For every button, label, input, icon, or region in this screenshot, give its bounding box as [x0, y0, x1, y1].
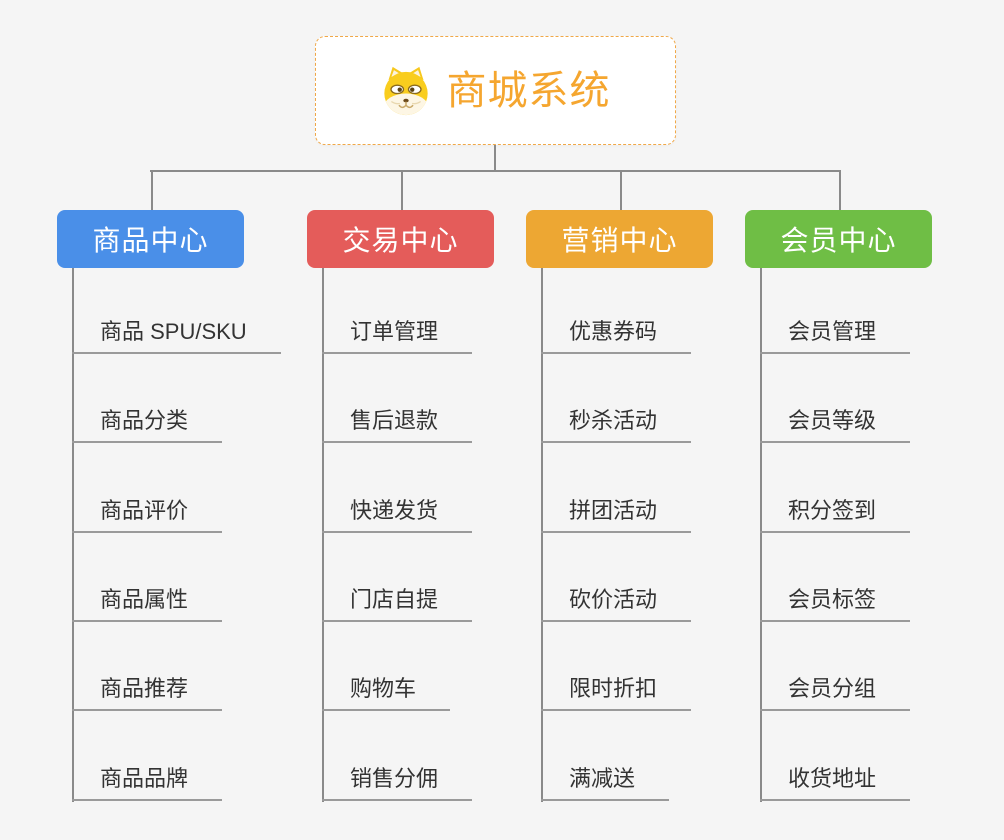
leaf-label: 优惠券码 [569, 319, 658, 344]
root-stem-line [494, 145, 496, 172]
branch-trunk-line [541, 268, 543, 802]
leaf-label: 商品属性 [100, 587, 189, 612]
branch-node-marketing-center[interactable]: 营销中心 [526, 210, 713, 268]
leaf-node-marketing-center-2[interactable]: 拼团活动 [541, 493, 692, 533]
leaf-node-member-center-0[interactable]: 会员管理 [760, 314, 911, 354]
leaf-node-marketing-center-0[interactable]: 优惠券码 [541, 314, 692, 354]
leaf-node-product-center-5[interactable]: 商品品牌 [72, 761, 223, 801]
leaf-node-product-center-3[interactable]: 商品属性 [72, 582, 223, 622]
leaf-node-trade-center-3[interactable]: 门店自提 [322, 582, 473, 622]
leaf-node-member-center-1[interactable]: 会员等级 [760, 403, 911, 443]
leaf-label: 商品推荐 [100, 676, 189, 701]
leaf-label: 商品品牌 [100, 766, 189, 791]
leaf-node-marketing-center-1[interactable]: 秒杀活动 [541, 403, 692, 443]
leaf-label: 售后退款 [350, 408, 439, 433]
leaf-label: 门店自提 [350, 587, 439, 612]
leaf-label: 会员管理 [788, 319, 877, 344]
leaf-label: 限时折扣 [569, 676, 658, 701]
leaf-node-trade-center-5[interactable]: 销售分佣 [322, 761, 473, 801]
leaf-node-product-center-0[interactable]: 商品 SPU/SKU [72, 314, 281, 354]
leaf-node-product-center-4[interactable]: 商品推荐 [72, 671, 223, 711]
leaf-label: 销售分佣 [350, 766, 439, 791]
branch-drop-line-trade-center [401, 170, 403, 210]
leaf-label: 购物车 [350, 676, 417, 701]
leaf-node-trade-center-4[interactable]: 购物车 [322, 671, 451, 711]
dog-face-icon [383, 66, 428, 115]
leaf-label: 收货地址 [788, 766, 877, 791]
leaf-label: 满减送 [569, 766, 636, 791]
leaf-node-member-center-3[interactable]: 会员标签 [760, 582, 911, 622]
branch-column-product-center: 商品中心商品 SPU/SKU 商品分类商品评价商品属性商品推荐商品品牌 [57, 210, 317, 820]
leaf-node-trade-center-1[interactable]: 售后退款 [322, 403, 473, 443]
leaf-node-marketing-center-3[interactable]: 砍价活动 [541, 582, 692, 622]
branch-column-marketing-center: 营销中心优惠券码秒杀活动拼团活动砍价活动限时折扣满减送 [526, 210, 786, 820]
branch-label: 商品中心 [92, 225, 209, 256]
leaf-node-marketing-center-4[interactable]: 限时折扣 [541, 671, 692, 711]
leaf-label: 会员等级 [788, 408, 877, 433]
leaf-node-trade-center-2[interactable]: 快递发货 [322, 493, 473, 533]
leaf-label: 商品评价 [100, 498, 189, 523]
leaf-node-member-center-2[interactable]: 积分签到 [760, 493, 911, 533]
leaf-label: 快递发货 [350, 498, 439, 523]
branch-trunk-line [72, 268, 74, 802]
branch-label: 营销中心 [561, 225, 678, 256]
leaf-label: 商品分类 [100, 408, 189, 433]
leaf-node-member-center-4[interactable]: 会员分组 [760, 671, 911, 711]
branch-label: 会员中心 [780, 225, 897, 256]
branch-drop-line-member-center [839, 170, 841, 210]
leaf-label: 秒杀活动 [569, 408, 658, 433]
branch-trunk-line [760, 268, 762, 802]
leaf-node-marketing-center-5[interactable]: 满减送 [541, 761, 670, 801]
branch-column-member-center: 会员中心会员管理会员等级积分签到会员标签会员分组收货地址 [745, 210, 1004, 820]
branch-node-product-center[interactable]: 商品中心 [57, 210, 244, 268]
leaf-label: 商品 SPU/SKU [100, 319, 247, 344]
branch-bus-line [150, 170, 840, 172]
branch-label: 交易中心 [342, 225, 459, 256]
root-title: 商城系统 [446, 68, 611, 113]
branch-node-trade-center[interactable]: 交易中心 [307, 210, 494, 268]
leaf-label: 会员标签 [788, 587, 877, 612]
branch-drop-line-marketing-center [620, 170, 622, 210]
root-node[interactable]: 商城系统 [315, 36, 676, 145]
leaf-node-product-center-2[interactable]: 商品评价 [72, 493, 223, 533]
leaf-node-trade-center-0[interactable]: 订单管理 [322, 314, 473, 354]
leaf-label: 订单管理 [350, 319, 439, 344]
branch-node-member-center[interactable]: 会员中心 [745, 210, 932, 268]
leaf-label: 拼团活动 [569, 498, 658, 523]
branch-drop-line-product-center [151, 170, 153, 210]
leaf-node-product-center-1[interactable]: 商品分类 [72, 403, 223, 443]
leaf-label: 积分签到 [788, 498, 877, 523]
branch-column-trade-center: 交易中心订单管理售后退款快递发货门店自提购物车销售分佣 [307, 210, 567, 820]
branch-trunk-line [322, 268, 324, 802]
leaf-label: 砍价活动 [569, 587, 658, 612]
leaf-label: 会员分组 [788, 676, 877, 701]
leaf-node-member-center-5[interactable]: 收货地址 [760, 761, 911, 801]
